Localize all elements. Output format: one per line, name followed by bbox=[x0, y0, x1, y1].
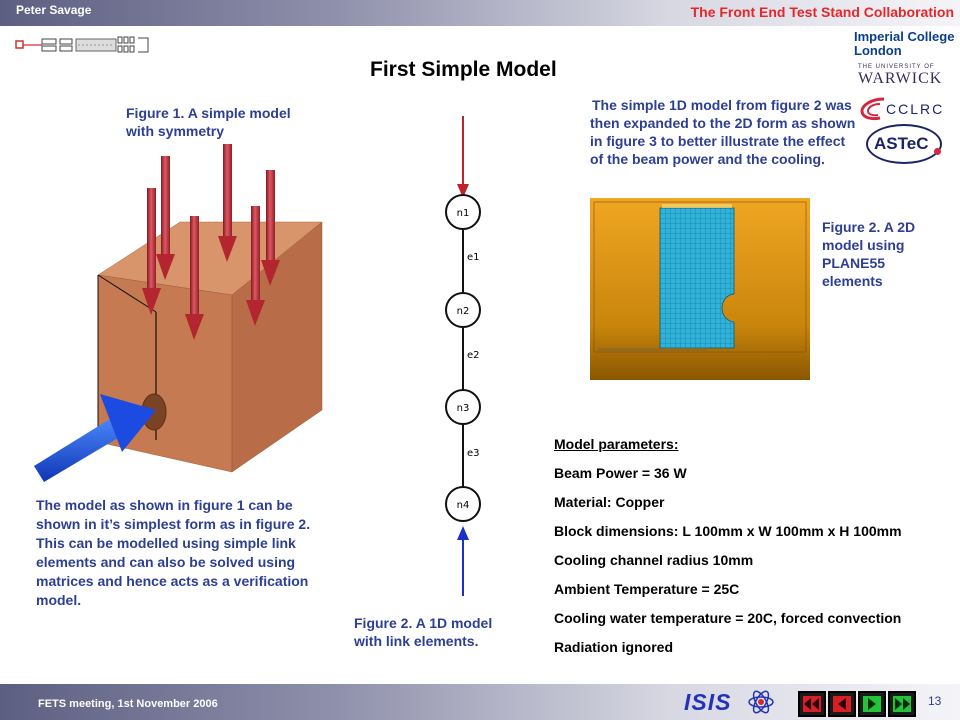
back-slide-button[interactable] bbox=[828, 691, 856, 717]
page-number: 13 bbox=[928, 694, 942, 708]
warwick-logo-main: WARWICK bbox=[858, 70, 943, 87]
element-label-e2: e2 bbox=[467, 350, 480, 361]
plane55-model-image bbox=[590, 198, 810, 380]
param-material: Material: Copper bbox=[554, 494, 665, 510]
description-right: The simple 1D model from figure 2 was th… bbox=[590, 97, 856, 167]
previous-slide-button[interactable] bbox=[798, 691, 826, 717]
param-radiation: Radiation ignored bbox=[554, 639, 673, 655]
beam-load-arrows bbox=[142, 144, 280, 340]
node-n3 bbox=[445, 389, 481, 425]
rewind-icon bbox=[803, 696, 821, 712]
copper-block-figure bbox=[34, 144, 323, 482]
param-beam-power: Beam Power = 36 W bbox=[554, 465, 687, 481]
param-ambient-temperature: Ambient Temperature = 25C bbox=[554, 581, 740, 597]
astec-dot-icon bbox=[934, 148, 941, 155]
element-label-e3: e3 bbox=[467, 448, 480, 459]
beamline-icon bbox=[15, 36, 149, 53]
collaboration-title: The Front End Test Stand Collaboration bbox=[690, 4, 954, 20]
figure2-2d-caption: Figure 2. A 2D model using PLANE55 eleme… bbox=[822, 219, 916, 289]
model-parameters: Model parameters: Beam Power = 36 W Mate… bbox=[554, 434, 902, 666]
node-label-n4: n4 bbox=[457, 500, 470, 511]
cclrc-logo: CCLRC bbox=[858, 96, 950, 122]
node-label-n1: n1 bbox=[457, 208, 470, 219]
author-name: Peter Savage bbox=[16, 3, 92, 17]
fast-forward-icon bbox=[893, 696, 911, 712]
node-n1 bbox=[445, 194, 481, 230]
isis-logo-text: ISIS bbox=[684, 689, 732, 715]
param-cooling-radius: Cooling channel radius 10mm bbox=[554, 552, 754, 568]
imperial-logo-line1: Imperial College bbox=[854, 29, 955, 44]
astec-logo: ASTeC bbox=[866, 124, 942, 164]
mesh-region bbox=[659, 207, 735, 349]
isis-logo: ISIS bbox=[684, 688, 784, 716]
element-label-e1: e1 bbox=[467, 252, 480, 263]
meeting-footer: FETS meeting, 1st November 2006 bbox=[38, 698, 218, 710]
node-n2 bbox=[445, 292, 481, 328]
description-left: The model as shown in figure 1 can be sh… bbox=[36, 497, 311, 608]
imperial-college-logo: Imperial College London bbox=[854, 30, 954, 58]
param-block-dimensions: Block dimensions: L 100mm x W 100mm x H … bbox=[554, 523, 902, 539]
figure2-1d-caption: Figure 2. A 1D model with link elements. bbox=[354, 615, 493, 649]
warwick-logo: THE UNIVERSITY OF WARWICK bbox=[858, 64, 942, 88]
imperial-logo-line2: London bbox=[854, 43, 902, 58]
figure1-caption: Figure 1. A simple model with symmetry bbox=[126, 105, 291, 139]
cclrc-swoosh-icon bbox=[860, 97, 885, 121]
block-front-face bbox=[97, 274, 233, 473]
slide-title: First Simple Model bbox=[370, 58, 557, 81]
parameters-heading: Model parameters: bbox=[554, 436, 679, 452]
astec-logo-text: ASTeC bbox=[874, 134, 929, 153]
forward-arrow-icon bbox=[863, 696, 881, 712]
header-bar bbox=[0, 0, 960, 26]
node-label-n2: n2 bbox=[457, 306, 470, 317]
link-model-figure: n1 n2 n3 n4 e1 e2 e3 bbox=[445, 116, 481, 596]
param-cooling-water: Cooling water temperature = 20C, forced … bbox=[554, 610, 902, 626]
next-slide-button[interactable] bbox=[888, 691, 916, 717]
warwick-logo-small: THE UNIVERSITY OF bbox=[858, 64, 935, 70]
back-arrow-icon bbox=[833, 696, 851, 712]
cclrc-logo-text: CCLRC bbox=[886, 101, 945, 117]
node-label-n3: n3 bbox=[457, 403, 470, 414]
node-n4 bbox=[445, 486, 481, 522]
cooling-water-arrow bbox=[34, 394, 156, 482]
forward-slide-button[interactable] bbox=[858, 691, 886, 717]
isis-atom-icon bbox=[748, 690, 774, 714]
